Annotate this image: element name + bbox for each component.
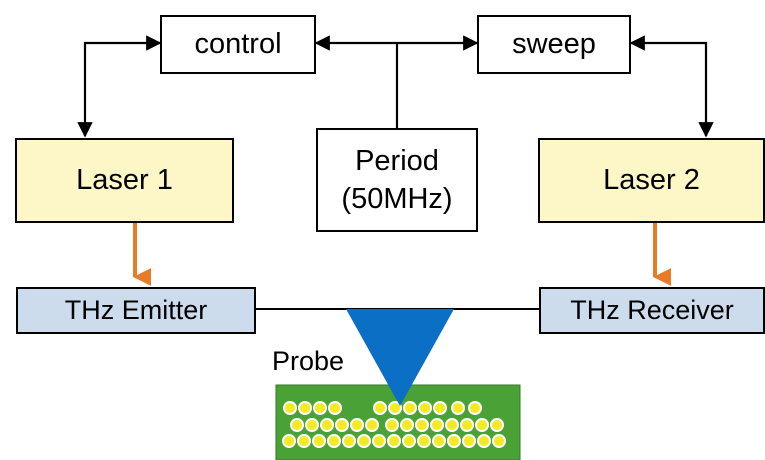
- particle-dot: [312, 434, 326, 448]
- particle-dot: [445, 418, 459, 432]
- particle-dot: [462, 434, 476, 448]
- particle-dot: [430, 418, 444, 432]
- particle-dot: [447, 434, 461, 448]
- arrow-control-laser1: [77, 35, 162, 138]
- particle-dot: [388, 401, 402, 415]
- particle-dot: [451, 401, 465, 415]
- arrow-sweep-laser2: [629, 35, 714, 138]
- particle-dot: [418, 401, 432, 415]
- particle-dot: [477, 434, 491, 448]
- particle-dot: [400, 418, 414, 432]
- particle-dot: [328, 401, 342, 415]
- particle-dot: [313, 401, 327, 415]
- thz-receiver-box: THz Receiver: [539, 287, 765, 334]
- particle-dot: [402, 434, 416, 448]
- particle-dot: [350, 418, 364, 432]
- particle-dot: [365, 418, 379, 432]
- probe-tip: [346, 309, 454, 406]
- particle-dot: [385, 418, 399, 432]
- sample-particles: [282, 401, 506, 448]
- particle-dot: [372, 434, 386, 448]
- particle-dot: [342, 434, 356, 448]
- particle-dot: [357, 434, 371, 448]
- particle-dot: [305, 418, 319, 432]
- particle-dot: [283, 401, 297, 415]
- particle-dot: [403, 401, 417, 415]
- laser2-box: Laser 2: [538, 138, 765, 223]
- particle-dot: [387, 434, 401, 448]
- particle-dot: [335, 418, 349, 432]
- laser1-box: Laser 1: [15, 138, 234, 223]
- particle-dot: [297, 434, 311, 448]
- particle-dot: [433, 401, 447, 415]
- particle-dot: [373, 401, 387, 415]
- particle-dot: [298, 401, 312, 415]
- particle-dot: [490, 418, 504, 432]
- particle-dot: [282, 434, 296, 448]
- period-box: Period (50MHz): [316, 128, 478, 232]
- thz-emitter-box: THz Emitter: [16, 287, 256, 334]
- particle-dot: [432, 434, 446, 448]
- particle-dot: [492, 434, 506, 448]
- control-box: control: [160, 15, 316, 74]
- particle-dot: [475, 418, 489, 432]
- particle-dot: [417, 434, 431, 448]
- particle-dot: [327, 434, 341, 448]
- particle-dot: [468, 401, 482, 415]
- sweep-box: sweep: [477, 15, 631, 74]
- particle-dot: [460, 418, 474, 432]
- particle-dot: [320, 418, 334, 432]
- sample-board: [275, 384, 521, 460]
- probe-label: Probe: [272, 346, 345, 376]
- particle-dot: [290, 418, 304, 432]
- particle-dot: [415, 418, 429, 432]
